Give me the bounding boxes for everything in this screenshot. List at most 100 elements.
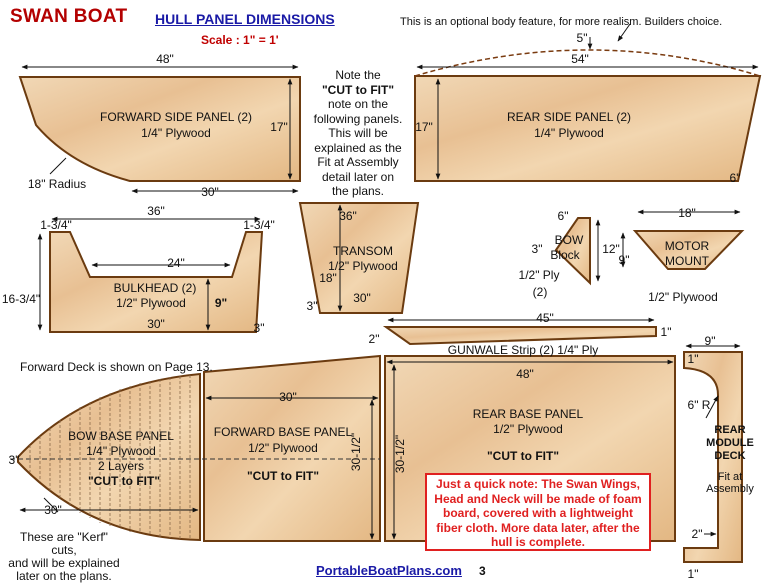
cut-note-line5: This will be (328, 126, 388, 140)
rear-module-deck-panel (683, 351, 743, 563)
transom-name: TRANSOM (333, 244, 393, 258)
gunwale-strip (382, 326, 657, 346)
optional-note-leader (617, 23, 631, 42)
kerf-leader (43, 497, 59, 513)
rear-base-height-label: 30-1/2" (393, 435, 407, 473)
bulkhead-top-label: 36" (147, 204, 165, 218)
bow-base-layers: 2 Layers (98, 459, 144, 473)
quick-note-line3: board, covered with a lightweight (442, 506, 634, 520)
bow-block-name2: Block (550, 248, 580, 262)
motor-mount-height-label: 9" (619, 253, 630, 267)
bow-block-material1: 1/2" Ply (519, 268, 560, 282)
gunwale-left-label: 2" (369, 332, 380, 346)
bow-block-material2: (2) (533, 285, 548, 299)
optional-feature-note: This is an optional body feature, for mo… (400, 16, 723, 28)
cut-note-line7: Fit at Assembly (317, 155, 399, 169)
cut-note-line2: "CUT to FIT" (321, 82, 395, 97)
page-number: 3 (479, 564, 486, 578)
transom-panel (298, 202, 420, 314)
gunwale-right-label: 1" (661, 325, 672, 339)
forward-side-height-label: 17" (270, 120, 288, 134)
rear-side-end-label: 6" (730, 171, 741, 185)
kerf-note-line1: These are "Kerf" cuts, (20, 530, 108, 557)
bulkhead-left-step-label: 1-3/4" (40, 218, 72, 232)
rear-module-name3: DECK (714, 450, 745, 462)
forward-side-radius-label: 18" Radius (28, 177, 86, 191)
bow-base-tip-label: 3" (9, 453, 20, 467)
bow-block-side-label: 3" (532, 242, 543, 256)
rear-side-width-label: 54" (571, 52, 589, 66)
rear-side-arc (414, 49, 761, 77)
transom-height-label: 18" (319, 271, 337, 285)
bulkhead-bottom-label: 30" (147, 317, 165, 331)
radius-leader (49, 157, 67, 175)
rear-base-top-label: 48" (516, 367, 534, 381)
transom-corner-label: 3" (307, 299, 318, 313)
bulkhead-name: BULKHEAD (2) (114, 281, 197, 295)
forward-side-material: 1/4" Plywood (141, 126, 211, 140)
rear-module-radius-leader (705, 395, 719, 419)
quick-note-line4: fiber cloth. More data later, after the (436, 520, 640, 535)
transom-bottom-label: 30" (353, 291, 371, 305)
cut-note-line1: Note the (335, 68, 381, 82)
rear-base-cut: "CUT to FIT" (487, 449, 559, 463)
bow-block-name1: BOW (555, 233, 584, 247)
forward-base-cut: "CUT to FIT" (247, 469, 319, 483)
forward-base-top-label: 30" (279, 390, 297, 404)
kerf-note-line2: and will be explained (8, 556, 120, 570)
forward-side-width-label: 48" (156, 52, 174, 66)
rear-module-width-label: 9" (705, 334, 716, 348)
gunwale-name: GUNWALE Strip (2) 1/4" Ply (448, 343, 599, 357)
gunwale-length-label: 45" (536, 311, 554, 325)
cut-note-line8: detail later on (321, 169, 395, 184)
bow-base-bottom-label: 30" (44, 503, 62, 517)
motor-mount-material: 1/2" Plywood (648, 290, 718, 304)
cut-note-line6: explained as the (314, 140, 402, 155)
bow-base-cut: "CUT to FIT" (88, 474, 160, 488)
rear-base-name: REAR BASE PANEL (473, 407, 584, 421)
forward-deck-note: Forward Deck is shown on Page 13. (20, 360, 213, 374)
rear-module-name2: MODULE (706, 437, 754, 449)
website-link[interactable]: PortableBoatPlans.com (316, 563, 462, 578)
forward-base-name: FORWARD BASE PANEL (214, 425, 353, 439)
forward-side-panel (18, 76, 301, 182)
bow-base-panel (17, 372, 201, 542)
quick-note-box: Just a quick note: The Swan Wings, Head … (425, 473, 651, 551)
bow-block-top-label: 6" (558, 209, 569, 223)
rear-module-note2: Assembly (706, 483, 754, 495)
kerf-note: These are "Kerf" cuts, and will be expla… (8, 531, 120, 583)
rear-module-name1: REAR (714, 424, 745, 436)
motor-mount-top-label: 18" (678, 206, 696, 220)
bow-block-panel (554, 217, 591, 286)
bulkhead-corner-label: 3" (254, 321, 265, 335)
transom-top-label: 36" (339, 209, 357, 223)
kerf-note-line3: later on the plans. (16, 569, 112, 583)
bulkhead-material: 1/2" Plywood (116, 296, 186, 310)
rear-module-radius-label: 6" R (688, 398, 711, 412)
motor-mount-name1: MOTOR (665, 239, 710, 253)
motor-mount-name2: MOUNT (665, 254, 710, 268)
scale-label: Scale : 1" = 1' (201, 33, 279, 47)
bulkhead-height-label: 16-3/4" (2, 292, 40, 306)
rear-module-inset-label: 2" (692, 527, 703, 541)
rear-module-bottom-label: 1" (688, 567, 699, 581)
cut-note-line3: note on the (327, 97, 389, 111)
motor-mount-panel (632, 230, 745, 270)
bulkhead-depth-label: 9" (215, 296, 227, 310)
forward-base-height-label: 30-1/2" (349, 433, 363, 471)
page-subtitle: HULL PANEL DIMENSIONS (155, 11, 335, 27)
rear-base-material: 1/2" Plywood (493, 422, 563, 436)
rear-side-material: 1/4" Plywood (534, 126, 604, 140)
quick-note-line5: hull is complete. (490, 535, 586, 549)
cut-to-fit-note: Note the "CUT to FIT" note on the follow… (310, 68, 406, 199)
bow-base-name: BOW BASE PANEL (68, 429, 174, 443)
bulkhead-inner-label: 24" (167, 256, 185, 270)
rear-module-note1: Fit at (718, 471, 742, 483)
bow-block-height-label: 12" (602, 242, 620, 256)
rear-side-panel (414, 75, 762, 182)
rear-side-arc-label: 5" (577, 31, 588, 45)
bow-base-material: 1/4" Plywood (86, 444, 156, 458)
quick-note-line2: Head and Neck will be made of foam (434, 491, 642, 506)
rear-side-height-label: 17" (415, 120, 433, 134)
cut-note-line4: following panels. (313, 111, 403, 126)
